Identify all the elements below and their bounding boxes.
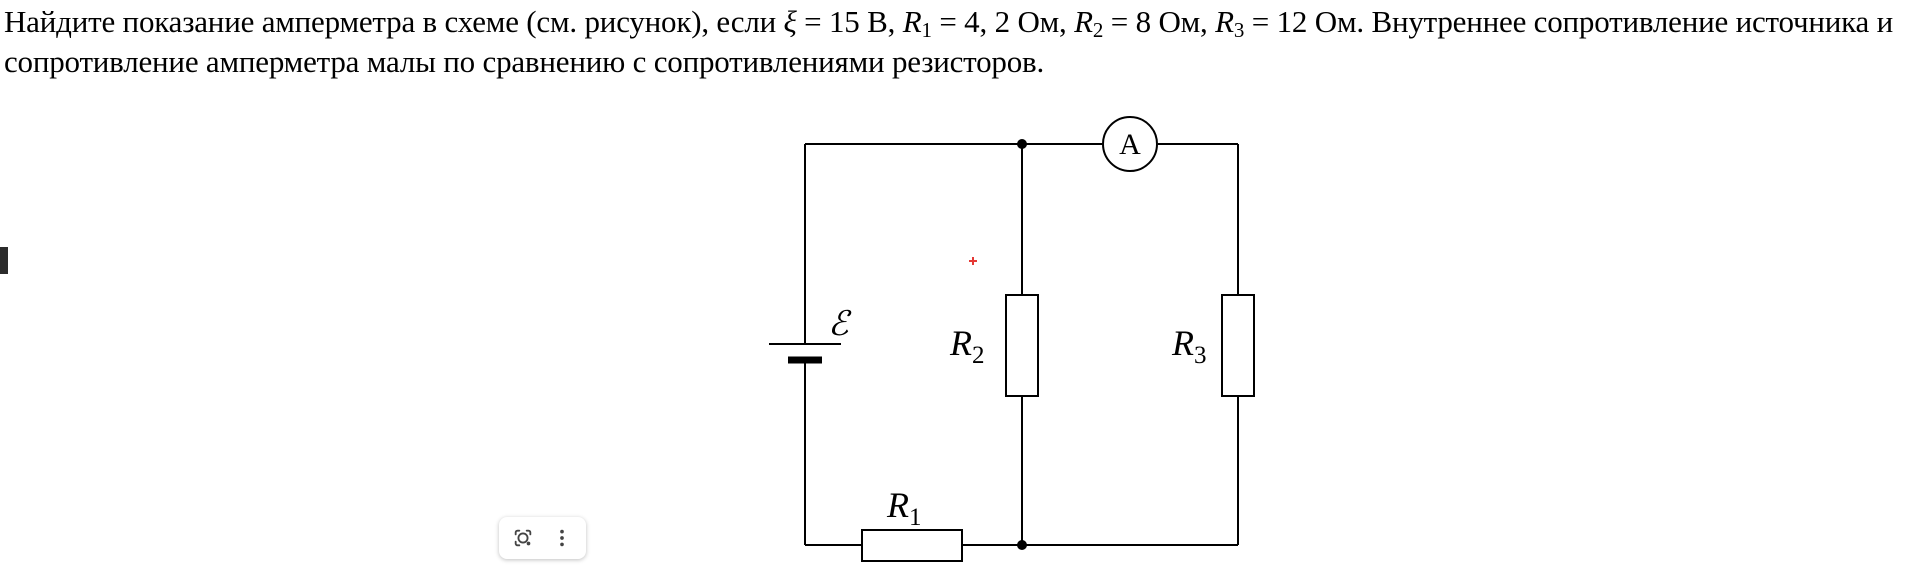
r2-label: R2 <box>949 323 985 369</box>
ammeter <box>1102 116 1158 172</box>
emf-label: ℰ <box>828 304 852 344</box>
r1-subscript: 1 <box>921 18 932 42</box>
emf-value: = 15 <box>796 4 868 39</box>
resistor-r1 <box>861 529 963 562</box>
circuit-wires <box>804 143 1239 546</box>
more-vertical-icon <box>560 529 565 547</box>
camera-lens-icon <box>514 529 531 547</box>
r2-value: = 8 <box>1103 4 1159 39</box>
r1-label: R1 <box>886 485 922 531</box>
unit-ohm-1: Ом, <box>1017 4 1075 39</box>
r3-symbol: R <box>1215 4 1234 39</box>
lens-search-button[interactable] <box>506 521 540 555</box>
text-conclusion: Ом. Внутреннее сопротивление источника и… <box>4 4 1894 79</box>
cursor-crosshair <box>968 256 978 266</box>
unit-ohm-2: Ом, <box>1158 4 1216 39</box>
junction-bottom <box>1017 540 1027 550</box>
scroll-edge-marker[interactable] <box>0 247 8 274</box>
emf-symbol: ξ <box>783 4 797 39</box>
r1-symbol: R <box>902 4 922 39</box>
r3-label: R3 <box>1171 323 1207 369</box>
image-toolbar <box>499 517 586 559</box>
r3-subscript: 3 <box>1233 18 1245 42</box>
resistor-r2 <box>1005 294 1039 397</box>
problem-statement: Найдите показание амперметра в схеме (см… <box>4 2 1916 82</box>
r1-value: = 4, 2 <box>931 4 1018 39</box>
r2-symbol: R <box>1074 4 1093 39</box>
unit-volt: В, <box>867 4 903 39</box>
more-options-button[interactable] <box>545 521 579 555</box>
r2-subscript: 2 <box>1092 18 1104 42</box>
junction-top <box>1017 139 1027 149</box>
resistor-r3 <box>1221 294 1255 397</box>
text-intro: Найдите показание амперметра в схеме (см… <box>4 4 784 39</box>
ammeter-label: A <box>1119 128 1141 161</box>
r3-value: = 12 <box>1244 4 1315 39</box>
